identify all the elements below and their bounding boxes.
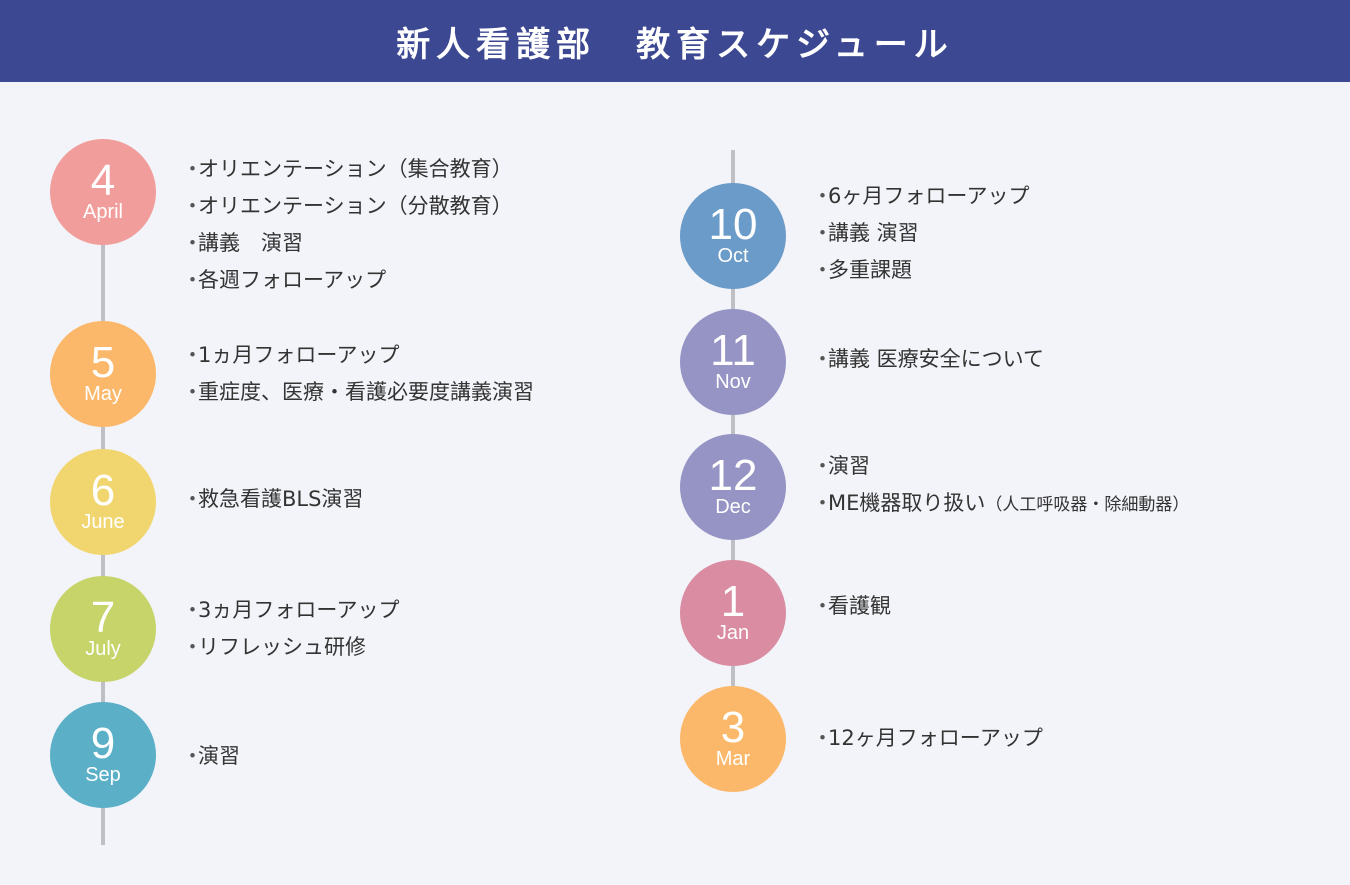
- month-number: 6: [90, 466, 116, 515]
- month-circle: 10 Oct: [680, 183, 786, 289]
- month-circle: 9 Sep: [50, 702, 156, 808]
- schedule-list: ・看護観: [812, 588, 891, 625]
- schedule-item: ・各週フォローアップ: [182, 262, 513, 299]
- month-circle: 7 July: [50, 576, 156, 682]
- bullet-icon: ・: [182, 487, 203, 511]
- schedule-item: ・6ヶ月フォローアップ: [812, 178, 1030, 215]
- schedule-item: ・講義 演習: [182, 225, 513, 262]
- month-number: 7: [90, 593, 116, 642]
- month-circle: 1 Jan: [680, 560, 786, 666]
- schedule-item: ・12ヶ月フォローアップ: [812, 720, 1043, 757]
- schedule-list: ・オリエンテーション（集合教育） ・オリエンテーション（分散教育） ・講義 演習…: [182, 151, 513, 299]
- month-name: July: [85, 638, 121, 660]
- bullet-icon: ・: [812, 726, 833, 750]
- schedule-list: ・1ヵ月フォローアップ ・重症度、医療・看護必要度講義演習: [182, 337, 534, 411]
- month-number: 1: [720, 577, 746, 626]
- timeline-right: 10 Oct ・6ヶ月フォローアップ ・講義 演習 ・多重課題 11 Nov ・…: [680, 0, 1340, 885]
- month-name: Sep: [85, 764, 121, 786]
- schedule-item: ・3ヵ月フォローアップ: [182, 592, 400, 629]
- page-title: 新人看護部 教育スケジュール: [396, 24, 954, 65]
- bullet-icon: ・: [182, 157, 203, 181]
- bullet-icon: ・: [182, 343, 203, 367]
- month-number: 12: [708, 451, 758, 500]
- schedule-item: ・オリエンテーション（集合教育）: [182, 151, 513, 188]
- schedule-item: ・講義 医療安全について: [812, 341, 1044, 378]
- month-name: April: [82, 201, 123, 223]
- month-number: 10: [708, 200, 758, 249]
- schedule-list: ・救急看護BLS演習: [182, 481, 363, 518]
- bullet-icon: ・: [182, 635, 203, 659]
- month-number: 4: [90, 156, 116, 205]
- month-name: Mar: [715, 748, 751, 770]
- bullet-icon: ・: [812, 347, 833, 371]
- schedule-item: ・演習: [182, 738, 240, 775]
- schedule-list: ・3ヵ月フォローアップ ・リフレッシュ研修: [182, 592, 400, 666]
- schedule-item: ・1ヵ月フォローアップ: [182, 337, 534, 374]
- month-number: 5: [90, 338, 116, 387]
- schedule-item: ・重症度、医療・看護必要度講義演習: [182, 374, 534, 411]
- month-circle: 4 April: [50, 139, 156, 245]
- schedule-item: ・多重課題: [812, 252, 1030, 289]
- schedule-item: ・演習: [812, 448, 1189, 485]
- month-number: 11: [710, 326, 756, 375]
- month-name: June: [81, 511, 125, 533]
- bullet-icon: ・: [182, 194, 203, 218]
- schedule-list: ・演習: [182, 738, 240, 775]
- month-name: Oct: [717, 245, 749, 267]
- schedule-item: ・講義 演習: [812, 215, 1030, 252]
- page-header: 新人看護部 教育スケジュール: [0, 0, 1350, 82]
- schedule-item: ・オリエンテーション（分散教育）: [182, 188, 513, 225]
- schedule-list: ・演習 ・ME機器取り扱い（人工呼吸器・除細動器）: [812, 448, 1189, 524]
- timeline-left: 4 April ・オリエンテーション（集合教育） ・オリエンテーション（分散教育…: [50, 0, 690, 885]
- schedule-item: ・リフレッシュ研修: [182, 629, 400, 666]
- month-name: Nov: [715, 371, 751, 393]
- bullet-icon: ・: [812, 221, 833, 245]
- schedule-item-note: （人工呼吸器・除細動器）: [985, 495, 1190, 515]
- bullet-icon: ・: [182, 268, 203, 292]
- month-number: 9: [90, 719, 116, 768]
- bullet-icon: ・: [182, 231, 203, 255]
- bullet-icon: ・: [182, 744, 203, 768]
- schedule-list: ・12ヶ月フォローアップ: [812, 720, 1043, 757]
- bullet-icon: ・: [812, 454, 833, 478]
- month-circle: 3 Mar: [680, 686, 786, 792]
- schedule-item: ・救急看護BLS演習: [182, 481, 363, 518]
- bullet-icon: ・: [812, 184, 833, 208]
- schedule-list: ・講義 医療安全について: [812, 341, 1044, 378]
- month-name: May: [84, 383, 122, 405]
- bullet-icon: ・: [812, 491, 833, 515]
- schedule-item: ・看護観: [812, 588, 891, 625]
- month-circle: 11 Nov: [680, 309, 786, 415]
- bullet-icon: ・: [182, 598, 203, 622]
- month-number: 3: [720, 703, 746, 752]
- schedule-item: ・ME機器取り扱い（人工呼吸器・除細動器）: [812, 485, 1189, 524]
- month-circle: 6 June: [50, 449, 156, 555]
- bullet-icon: ・: [812, 594, 833, 618]
- month-name: Jan: [716, 622, 750, 644]
- month-circle: 5 May: [50, 321, 156, 427]
- bullet-icon: ・: [182, 380, 203, 404]
- schedule-list: ・6ヶ月フォローアップ ・講義 演習 ・多重課題: [812, 178, 1030, 289]
- bullet-icon: ・: [812, 258, 833, 282]
- month-name: Dec: [715, 496, 751, 518]
- month-circle: 12 Dec: [680, 434, 786, 540]
